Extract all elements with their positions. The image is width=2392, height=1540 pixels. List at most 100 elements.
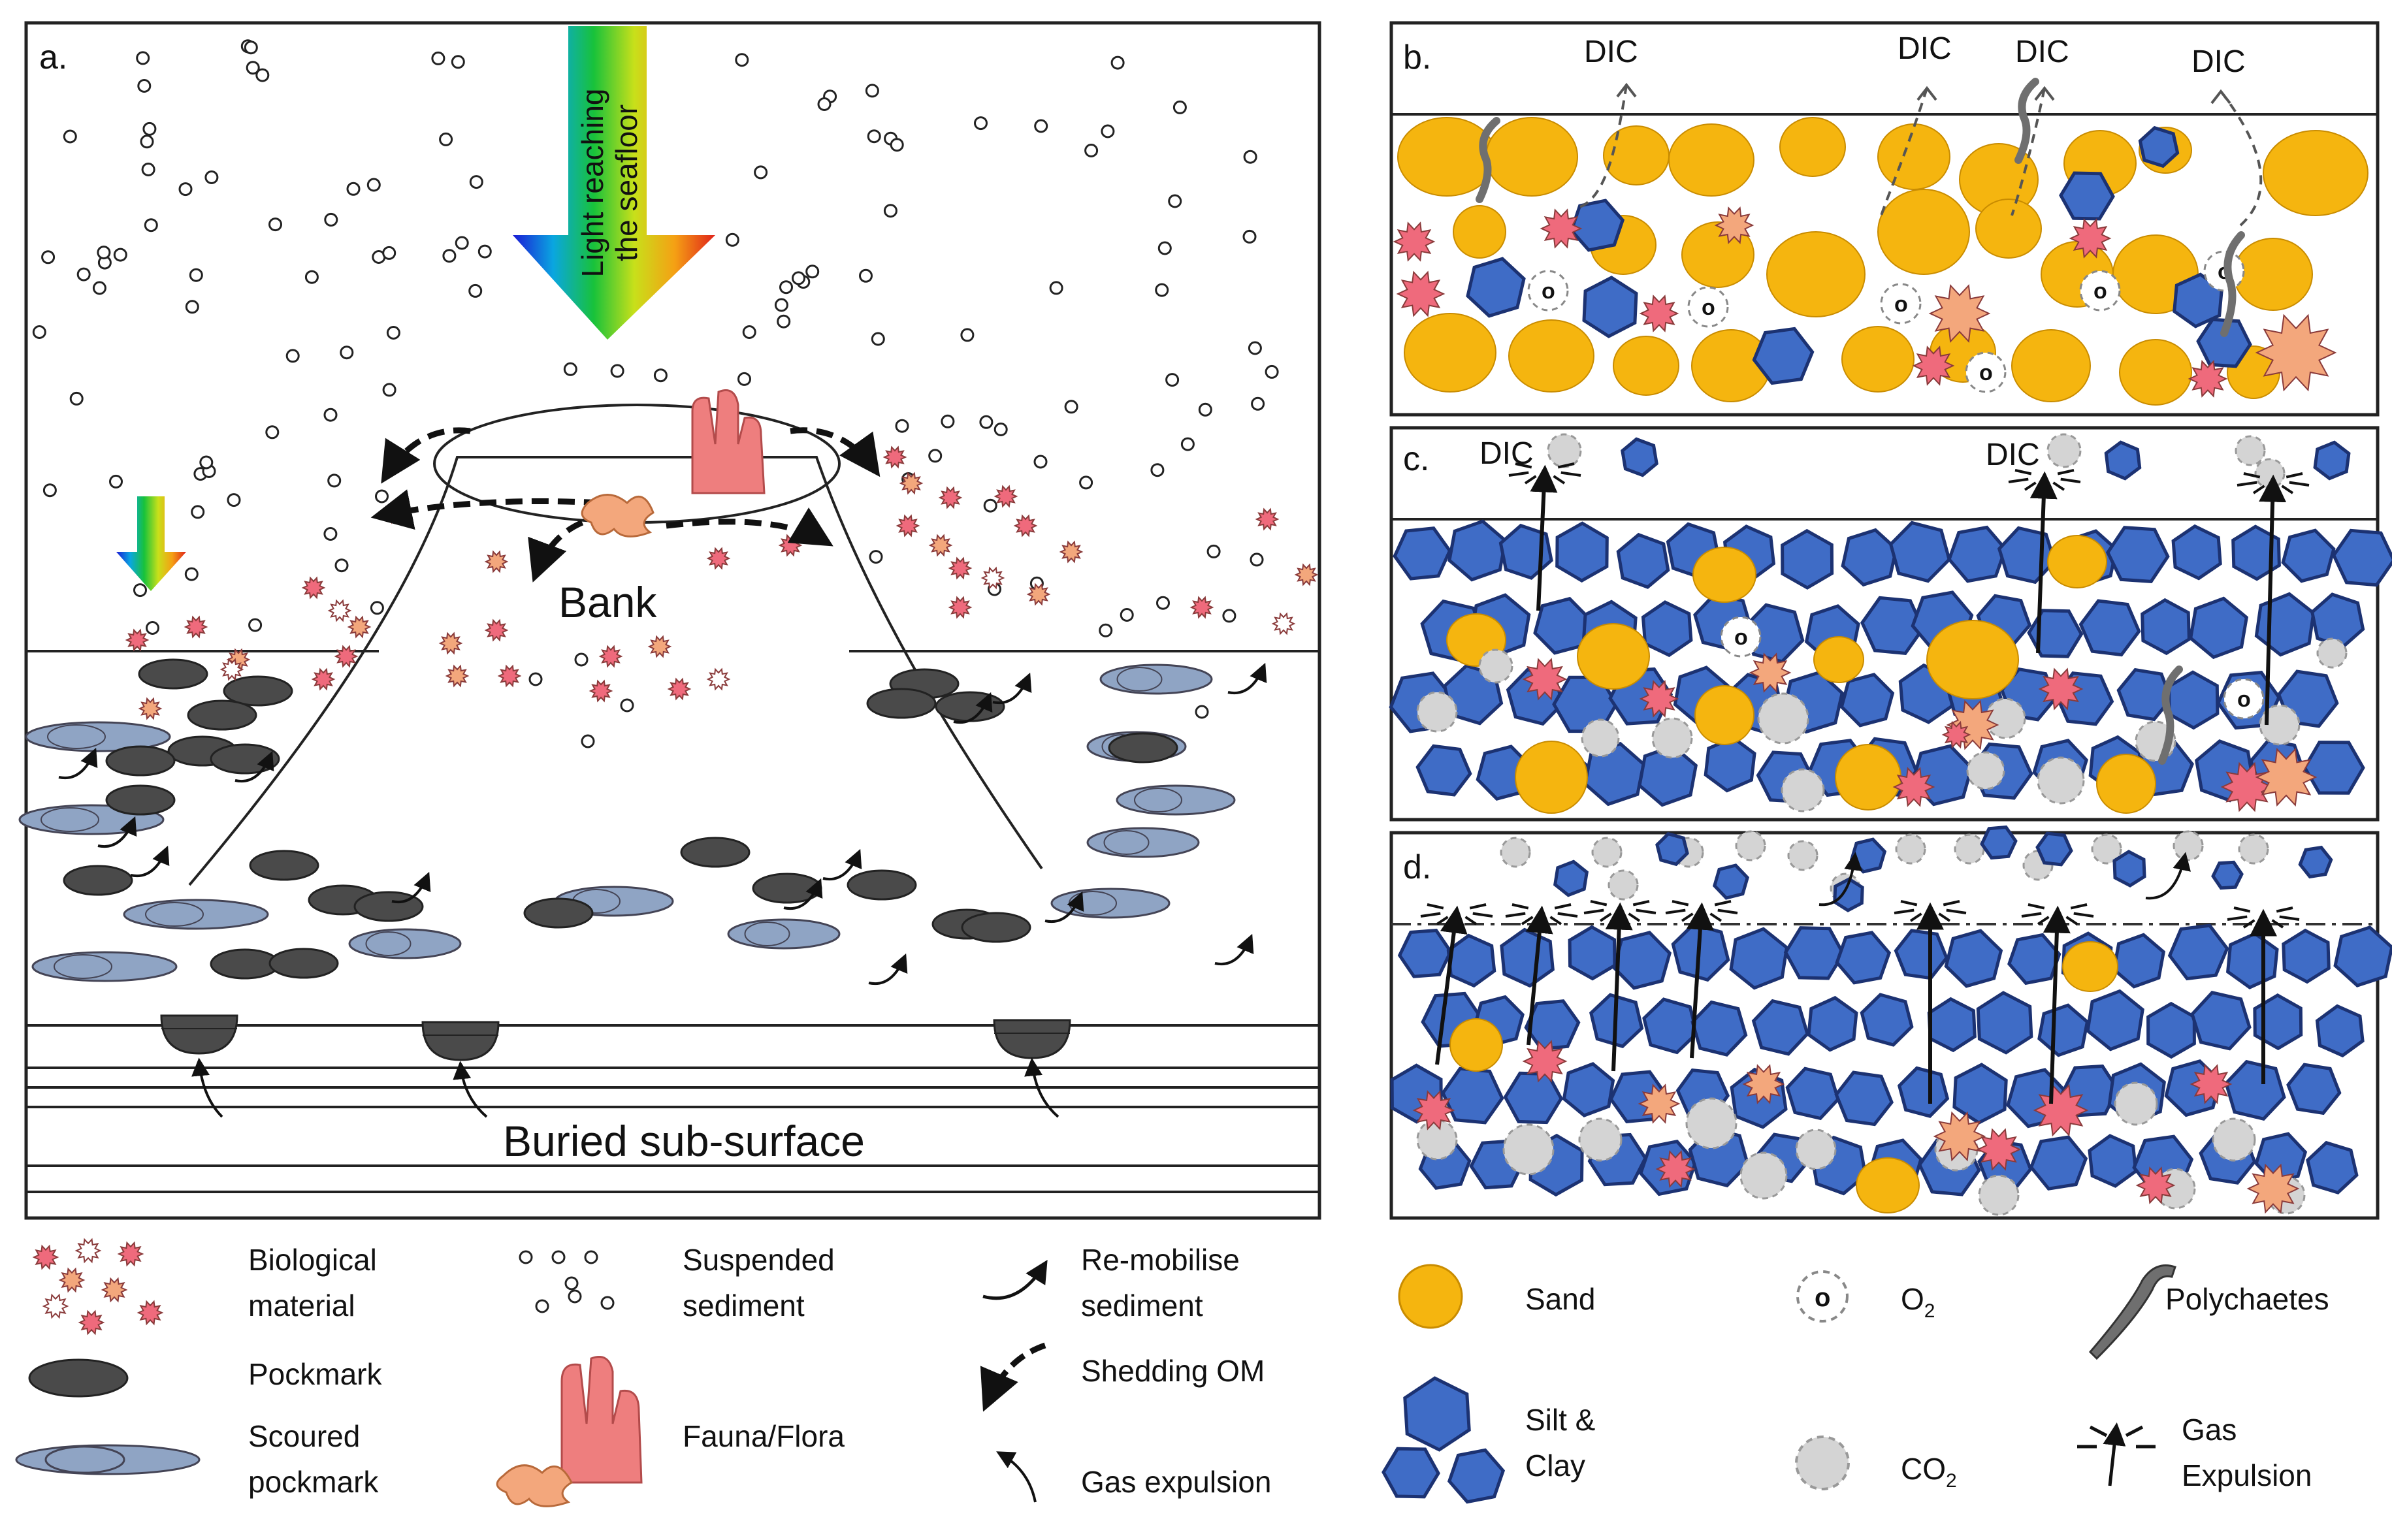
- silt-particle: [1655, 831, 1689, 867]
- suspended-particle: [1101, 124, 1115, 138]
- o2-bubble: [1880, 283, 1922, 325]
- pockmark: [680, 837, 751, 868]
- gas-expulsion-arrow: [1435, 905, 1468, 1065]
- suspended-particle: [41, 250, 56, 265]
- remobilise-arrow: [2145, 852, 2191, 900]
- silt-particle: [1897, 1066, 1950, 1118]
- suspended-particle: [1195, 705, 1209, 719]
- suspended-particle: [1033, 455, 1048, 469]
- silt-particle: [1785, 1067, 1840, 1121]
- remobilise-arrow: [868, 953, 908, 986]
- gas-expulsion-arrow: [2029, 471, 2058, 654]
- sand-grain: [1841, 326, 1915, 393]
- scoured-inner: [744, 922, 790, 946]
- gas-burst-line: [2242, 919, 2255, 929]
- gas-burst-line: [2014, 469, 2032, 475]
- gas-burst-line: [1583, 908, 1604, 914]
- biological-particle: [1941, 720, 1971, 749]
- silt-particle: [2196, 317, 2252, 368]
- legend-scoured-2: pockmark: [248, 1465, 379, 1499]
- pockmark: [1108, 732, 1178, 763]
- legend-left: Biological material Suspended sediment R…: [15, 1238, 1272, 1507]
- biological-particle: [882, 445, 907, 469]
- gas-burst-line: [1464, 916, 1478, 925]
- suspended-particle: [564, 1276, 579, 1291]
- sand-grain: [2263, 130, 2368, 216]
- suspended-particle: [366, 178, 381, 192]
- biological-particle: [2038, 667, 2084, 711]
- suspended-particle: [109, 474, 123, 489]
- gas-burst-line: [1427, 903, 1444, 910]
- light-arrow-main: Light reaching the seafloor: [513, 26, 715, 340]
- suspended-particle: [244, 40, 258, 55]
- pockmark: [961, 912, 1031, 943]
- legend-bio-1: Biological: [248, 1243, 377, 1277]
- gas-burst-line: [2252, 485, 2265, 494]
- pockmark: [223, 675, 293, 707]
- silt-particle: [2088, 1134, 2138, 1188]
- remobilise-arrow: [1818, 852, 1863, 906]
- silt-particle: [1642, 997, 1699, 1055]
- gas-expulsion-arrow: [453, 1061, 488, 1118]
- suspended-particle: [979, 415, 994, 429]
- biological-particle: [1026, 583, 1051, 606]
- gas-burst-line: [2037, 916, 2050, 925]
- suspended-particle: [563, 362, 577, 376]
- co2-bubble: [2254, 458, 2286, 489]
- dic-paths-b: [1574, 84, 2263, 227]
- biological-particle: [1714, 206, 1754, 244]
- sand-grain: [1449, 1018, 1503, 1072]
- pockmark: [866, 688, 937, 719]
- gas-expulsion-arrow: [2043, 905, 2071, 1104]
- silt-particle: [2104, 440, 2142, 481]
- biological-particle: [1013, 514, 1038, 537]
- biological-particle: [706, 547, 731, 570]
- suspended-particle: [735, 53, 749, 67]
- suspended-particle: [97, 246, 111, 260]
- legend-gas-expulsion-icon-right: [2077, 1422, 2156, 1486]
- light-arrow-small: [116, 496, 186, 591]
- suspended-particle: [584, 1250, 598, 1264]
- suspended-particle: [375, 489, 389, 504]
- pockmark: [63, 865, 133, 896]
- suspended-particle: [574, 652, 589, 667]
- silt-particle: [1611, 931, 1672, 990]
- silt-particle: [2331, 528, 2392, 587]
- biological-particle: [2135, 1166, 2176, 1204]
- co2-bubble: [2046, 433, 2082, 468]
- silt-particle: [1704, 735, 1756, 793]
- sand-grain: [2062, 941, 2118, 992]
- remobilise-arrows: [58, 662, 1267, 1118]
- silt-particle: [2112, 850, 2146, 888]
- gas-burst-line: [2243, 472, 2261, 479]
- pockmark: [105, 745, 176, 777]
- co2-bubble: [1735, 830, 1766, 861]
- remobilise-arrow: [953, 692, 993, 724]
- suspended-particle: [779, 280, 793, 295]
- gas-burst-line: [1554, 903, 1572, 910]
- co2-bubble: [1578, 1117, 1623, 1162]
- biological-particle: [2220, 762, 2274, 812]
- panel-d: d.: [1389, 825, 2392, 1220]
- suspended-particle: [76, 267, 91, 281]
- suspended-particle: [1084, 144, 1099, 157]
- gas-burst-line: [2052, 481, 2065, 491]
- legend-silt-clay-icon: [1382, 1376, 1506, 1504]
- co2-bubble: [1978, 1174, 2020, 1216]
- legend-bio-2: material: [248, 1289, 355, 1323]
- gas-burst-line: [2065, 916, 2078, 925]
- suspended-particle: [304, 270, 319, 284]
- scoured-pockmark: [1086, 827, 1200, 858]
- suspended-particle: [1079, 475, 1093, 490]
- scoured-inner: [54, 954, 112, 979]
- svg-text:o: o: [1815, 1283, 1830, 1312]
- suspended-particle: [960, 328, 975, 342]
- suspended-particle: [386, 326, 400, 340]
- co2-bubble: [2091, 833, 2122, 865]
- suspended-particle: [994, 423, 1008, 436]
- silt-particle: [1944, 929, 2003, 988]
- legend-o2: O2: [1901, 1282, 1935, 1322]
- remobilise-arrow: [822, 848, 862, 881]
- scoured-inner: [1103, 830, 1150, 855]
- biological-particle: [938, 486, 963, 509]
